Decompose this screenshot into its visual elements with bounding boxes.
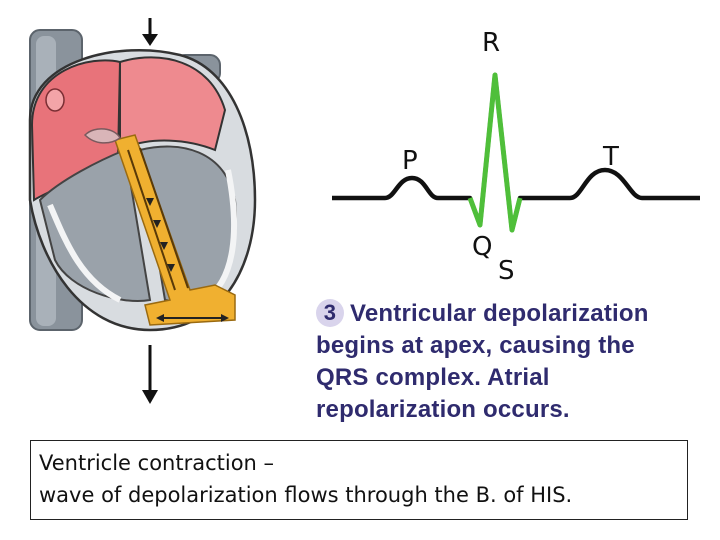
left-atrium	[119, 56, 227, 152]
caption-line-4: repolarization occurs.	[316, 396, 570, 423]
sa-node	[45, 88, 65, 112]
valve	[83, 128, 121, 144]
note-line-2: wave of depolarization flows through the…	[39, 483, 573, 507]
qrs-complex	[467, 72, 523, 233]
step-number-badge: 3	[316, 299, 344, 327]
note-box: Ventricle contraction – wave of depolari…	[30, 440, 688, 520]
ecg-label-q: Q	[472, 232, 493, 262]
ecg-trace	[332, 72, 700, 233]
bundle-of-his	[114, 134, 236, 326]
note-line-1: Ventricle contraction –	[39, 451, 275, 475]
ecg-label-r: R	[482, 28, 501, 58]
ecg-label-s: S	[498, 256, 515, 286]
caption-line-3: QRS complex. Atrial	[316, 364, 550, 391]
ecg-label-p: P	[402, 146, 418, 176]
caption-line-2: begins at apex, causing the	[316, 332, 635, 359]
outflow-arrow-icon	[142, 345, 158, 404]
caption-line-1: Ventricular depolarization	[350, 300, 649, 327]
right-ventricle	[38, 148, 152, 302]
inflow-arrow-icon	[142, 18, 158, 46]
heart-illustration	[28, 18, 257, 404]
ecg-label-t: T	[603, 142, 619, 172]
